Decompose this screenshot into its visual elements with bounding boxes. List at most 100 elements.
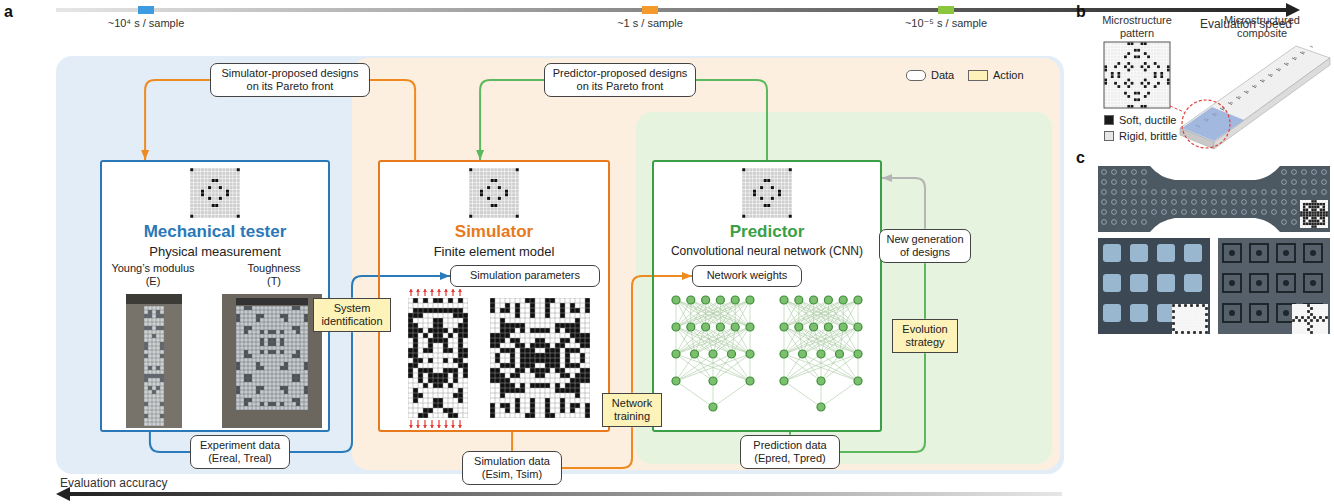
pattern-cell <box>555 393 560 398</box>
pattern-cell <box>480 200 483 203</box>
pattern-cell <box>256 370 260 374</box>
pattern-cell <box>500 388 505 393</box>
pattern-cell <box>288 378 292 382</box>
pattern-cell <box>144 386 148 390</box>
pattern-cell <box>774 186 777 189</box>
pattern-cell <box>525 383 530 388</box>
pattern-cell <box>244 306 248 310</box>
pattern-cell <box>530 348 535 353</box>
pattern-cell <box>778 204 781 207</box>
pattern-cell <box>300 354 304 358</box>
pattern-cell <box>152 390 156 394</box>
pattern-cell <box>448 353 453 358</box>
pattern-cell <box>520 388 525 393</box>
pattern-cell <box>148 342 152 346</box>
pattern-cell <box>515 403 520 408</box>
pattern-cell <box>785 179 788 182</box>
pattern-cell <box>757 208 760 211</box>
pattern-cell <box>560 353 565 358</box>
pattern-cell <box>443 298 448 303</box>
pattern-cell <box>525 303 530 308</box>
pattern-cell <box>260 386 264 390</box>
pattern-cell <box>490 358 495 363</box>
pattern-cell <box>516 183 519 186</box>
pattern-cell <box>280 406 284 410</box>
pattern-cell <box>516 190 519 193</box>
pattern-cell <box>284 314 288 318</box>
pattern-cell <box>746 215 749 218</box>
pattern-cell <box>463 313 468 318</box>
pattern-cell <box>230 190 233 193</box>
pattern-cell <box>530 378 535 383</box>
pattern-cell <box>252 406 256 410</box>
pattern-cell <box>500 373 505 378</box>
pattern-cell <box>530 298 535 303</box>
pattern-cell <box>510 378 515 383</box>
pattern-cell <box>240 350 244 354</box>
pattern-cell <box>280 394 284 398</box>
pattern-cell <box>525 313 530 318</box>
accuracy-region <box>56 56 1064 474</box>
pattern-cell <box>160 330 164 334</box>
pattern-cell <box>580 338 585 343</box>
pattern-cell <box>540 398 545 403</box>
pattern-cell <box>268 354 272 358</box>
pattern-cell <box>438 298 443 303</box>
pattern-cell <box>423 408 428 413</box>
pattern-cell <box>236 382 240 386</box>
pattern-cell <box>280 318 284 322</box>
pattern-cell <box>292 322 296 326</box>
pattern-cell <box>469 183 472 186</box>
pattern-cell <box>423 318 428 323</box>
pattern-cell <box>760 168 763 171</box>
pattern-cell <box>448 333 453 338</box>
pattern-cell <box>152 398 156 402</box>
pattern-cell <box>476 211 479 214</box>
pattern-cell <box>535 393 540 398</box>
pattern-cell <box>438 358 443 363</box>
pattern-cell <box>152 326 156 330</box>
pattern-cell <box>433 388 438 393</box>
pattern-cell <box>491 197 494 200</box>
pattern-cell <box>190 179 193 182</box>
pattern-cell <box>560 338 565 343</box>
pattern-cell <box>520 318 525 323</box>
pattern-cell <box>244 326 248 330</box>
pattern-cell <box>516 168 519 171</box>
pattern-cell <box>742 175 745 178</box>
pattern-cell <box>230 197 233 200</box>
pattern-cell <box>152 318 156 322</box>
pattern-cell <box>288 386 292 390</box>
pattern-cell <box>545 308 550 313</box>
pattern-cell <box>205 190 208 193</box>
pattern-cell <box>156 358 160 362</box>
pattern-cell <box>268 310 272 314</box>
pattern-cell <box>520 303 525 308</box>
pattern-cell <box>757 215 760 218</box>
pattern-cell <box>280 350 284 354</box>
pattern-cell <box>418 353 423 358</box>
pattern-cell <box>144 362 148 366</box>
pattern-cell <box>296 334 300 338</box>
pattern-cell <box>515 353 520 358</box>
pattern-cell <box>219 183 222 186</box>
pattern-cell <box>501 211 504 214</box>
pattern-cell <box>580 398 585 403</box>
pattern-cell <box>767 211 770 214</box>
pattern-cell <box>771 175 774 178</box>
pattern-cell <box>236 318 240 322</box>
pattern-cell <box>236 350 240 354</box>
pattern-cell <box>156 338 160 342</box>
pattern-cell <box>520 323 525 328</box>
pattern-cell <box>560 413 565 418</box>
pattern-cell <box>156 366 160 370</box>
pattern-cell <box>219 175 222 178</box>
pattern-cell <box>746 197 749 200</box>
pattern-cell <box>540 403 545 408</box>
pattern-cell <box>575 303 580 308</box>
pattern-cell <box>575 298 580 303</box>
pattern-cell <box>201 183 204 186</box>
pattern-cell <box>463 348 468 353</box>
pattern-cell <box>476 197 479 200</box>
pattern-cell <box>560 408 565 413</box>
